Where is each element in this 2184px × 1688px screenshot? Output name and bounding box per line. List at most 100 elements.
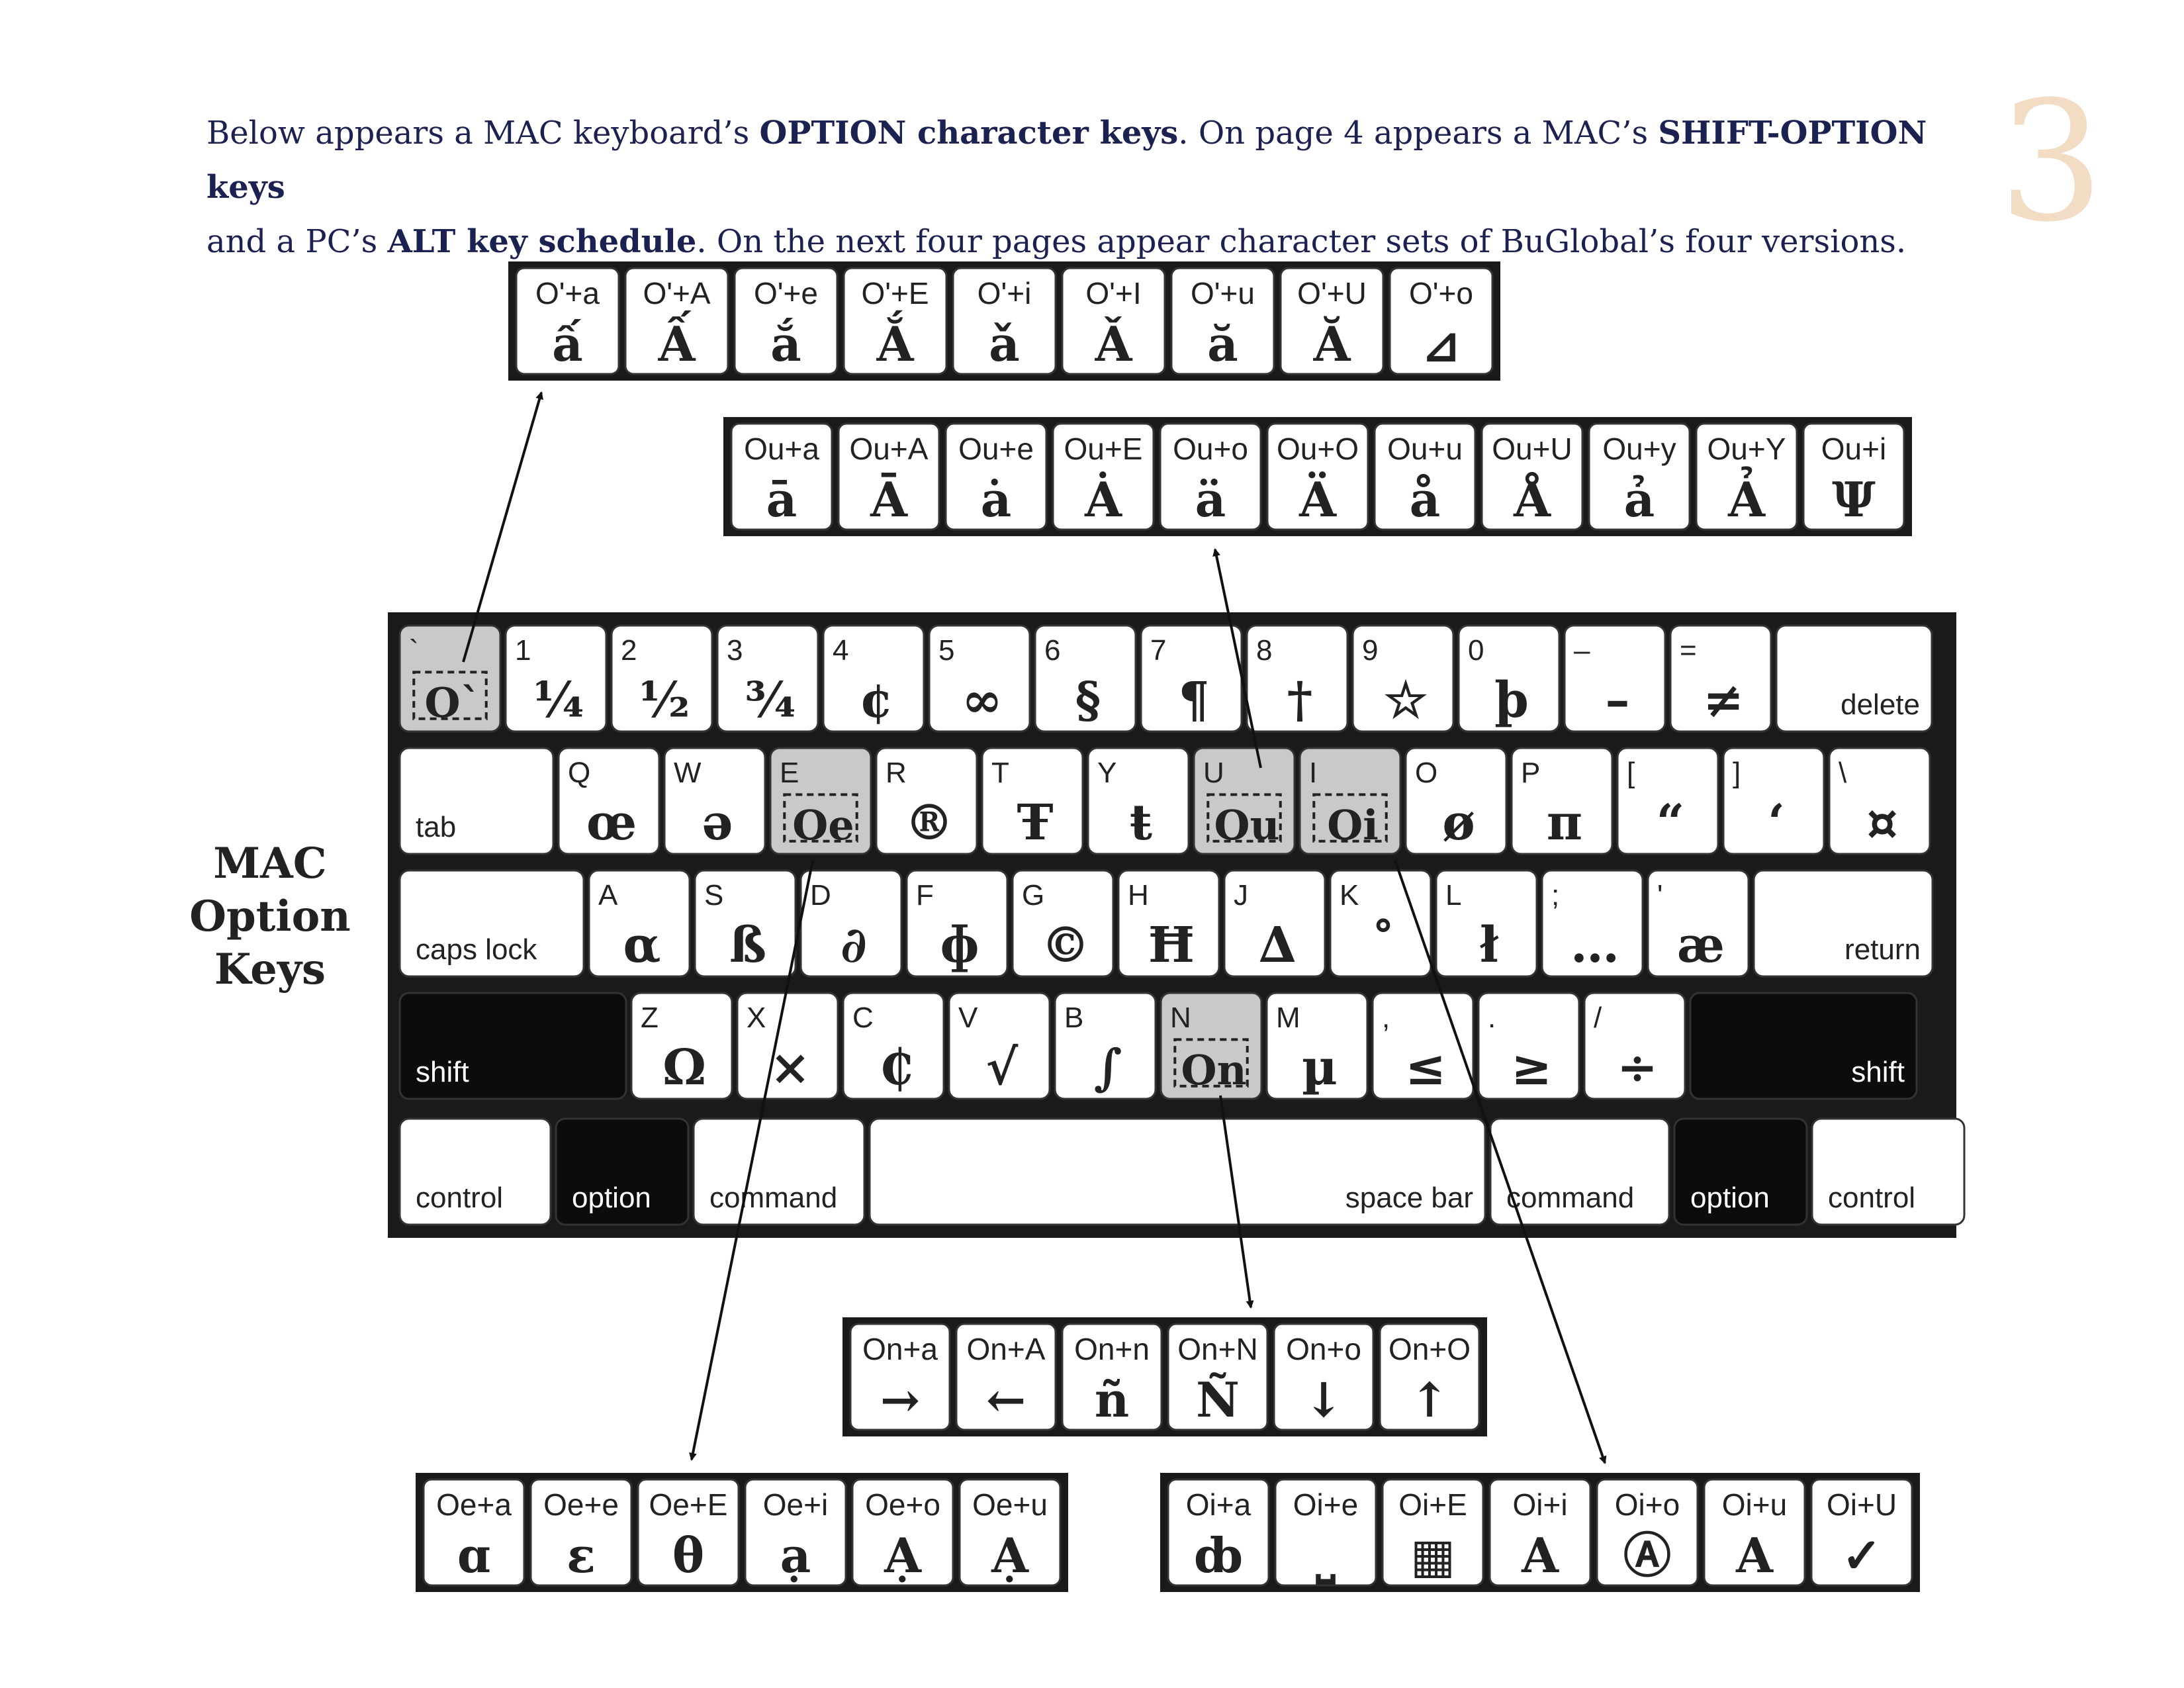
dead-key-box bbox=[1206, 793, 1282, 843]
key-label: 2 bbox=[621, 634, 637, 667]
key-n: N On bbox=[1160, 992, 1263, 1100]
key-glyph: ₵ bbox=[879, 1039, 913, 1096]
combo-glyph: ā bbox=[766, 471, 797, 528]
e-combo-oe-e: Oe+Eθ bbox=[637, 1478, 740, 1587]
key-label: T bbox=[991, 757, 1009, 789]
combo-glyph: Å bbox=[1513, 471, 1551, 528]
combo-label: Oi+E bbox=[1398, 1487, 1467, 1522]
key-label: N bbox=[1170, 1002, 1191, 1034]
key-v: V√ bbox=[948, 992, 1051, 1100]
key-glyph: On bbox=[1181, 1046, 1246, 1094]
key-cap bbox=[398, 747, 555, 855]
combo-label: O'+U bbox=[1297, 276, 1367, 310]
combo-label: Oi+e bbox=[1293, 1487, 1358, 1522]
key-glyph: ¼ bbox=[533, 672, 584, 729]
combo-glyph: Ā bbox=[870, 471, 908, 528]
dead-key-box bbox=[783, 793, 858, 843]
grave-combo-o-a: O'+AẤ bbox=[624, 267, 729, 375]
key-delete: delete bbox=[1775, 624, 1933, 733]
key-cap bbox=[1695, 422, 1798, 531]
key-label: ] bbox=[1733, 757, 1741, 789]
arrow-n-to-strip bbox=[1219, 1095, 1254, 1309]
key-glyph: ® bbox=[905, 794, 954, 851]
grave-combo-o-e: O'+EẮ bbox=[842, 267, 948, 375]
key-glyph: ∞ bbox=[962, 672, 1003, 729]
key-cap bbox=[1673, 1117, 1808, 1226]
combo-label: On+A bbox=[967, 1332, 1046, 1366]
key-label: control bbox=[416, 1182, 503, 1214]
combo-label: On+N bbox=[1177, 1332, 1257, 1366]
u-combo-ou-a: Ou+aā bbox=[730, 422, 833, 531]
combo-label: O'+i bbox=[978, 276, 1032, 310]
combo-glyph: Ả bbox=[1727, 465, 1766, 528]
key-glyph: ˚ bbox=[1371, 917, 1396, 974]
key-symbol: `O` bbox=[398, 624, 502, 733]
key-cap bbox=[837, 422, 940, 531]
key-glyph: ¢ bbox=[859, 672, 893, 729]
key-cap bbox=[1167, 1323, 1269, 1431]
key-8: 8† bbox=[1246, 624, 1349, 733]
key-i: IOi bbox=[1298, 747, 1402, 855]
key-b: B∫ bbox=[1054, 992, 1157, 1100]
intro-part: and a PC’s bbox=[206, 223, 388, 260]
key-cap bbox=[1061, 1323, 1163, 1431]
key-return: return bbox=[1752, 869, 1934, 978]
i-combo-oi-e: Oi+e⎵ bbox=[1274, 1478, 1377, 1587]
key-glyph: ≤ bbox=[1405, 1039, 1446, 1096]
key-cap bbox=[1488, 1478, 1592, 1587]
e-combo-oe-o: Oe+oẠ bbox=[851, 1478, 954, 1587]
u-combo-ou-y: Ou+yả bbox=[1588, 422, 1691, 531]
combo-label: On+a bbox=[862, 1332, 938, 1366]
key-space-bar: space bar bbox=[868, 1117, 1486, 1226]
combo-label: O'+u bbox=[1191, 276, 1255, 310]
e-combo-oe-e: Oe+eɛ bbox=[529, 1478, 633, 1587]
key-cap bbox=[1588, 422, 1691, 531]
key-glyph: ½ bbox=[639, 672, 690, 729]
key-command: command bbox=[1489, 1117, 1670, 1226]
key-cap bbox=[1279, 267, 1385, 375]
combo-label: O'+o bbox=[1409, 276, 1473, 310]
combo-glyph: ă bbox=[1207, 316, 1238, 372]
key-cap bbox=[398, 624, 502, 733]
key-glyph: © bbox=[1041, 917, 1090, 974]
key-glyph: ¤ bbox=[1866, 794, 1897, 851]
i-combo-oi-a: Oi+aȸ bbox=[1167, 1478, 1270, 1587]
key-cap bbox=[1054, 992, 1157, 1100]
key-s: Sß bbox=[694, 869, 797, 978]
key-label: 9 bbox=[1362, 634, 1378, 667]
grave-combo-o-o: O'+o⊿ bbox=[1388, 267, 1494, 375]
key-label: / bbox=[1594, 1002, 1602, 1034]
key-label: option bbox=[1690, 1182, 1770, 1214]
key-cap bbox=[557, 747, 660, 855]
u-combo-ou-u: Ou+UÅ bbox=[1480, 422, 1584, 531]
key-shift: shift bbox=[1689, 992, 1918, 1100]
key-label: V bbox=[958, 1002, 978, 1034]
key-glyph: † bbox=[1287, 672, 1313, 729]
key-a: Aα bbox=[588, 869, 691, 978]
i-combo-oi-u: Oi+uA bbox=[1703, 1478, 1806, 1587]
combo-label: Ou+O bbox=[1277, 432, 1359, 466]
key-cap bbox=[1404, 747, 1508, 855]
key-glyph: ə bbox=[702, 794, 733, 851]
combo-label: Ou+e bbox=[958, 432, 1034, 466]
key-w: Wə bbox=[663, 747, 766, 855]
key-label: D bbox=[810, 879, 831, 912]
key-label: [ bbox=[1627, 757, 1635, 789]
key-cap bbox=[610, 624, 713, 733]
key-cap bbox=[515, 267, 620, 375]
intro-part: . On the next four pages appear characte… bbox=[696, 223, 1907, 260]
key-h: HĦ bbox=[1117, 869, 1220, 978]
key-cap bbox=[1388, 267, 1494, 375]
key-cap bbox=[1775, 624, 1933, 733]
key-cap bbox=[1265, 992, 1369, 1100]
key-cap bbox=[842, 267, 948, 375]
grave-combo-o-i: O'+IǍ bbox=[1061, 267, 1166, 375]
n-combo-on-a: On+A← bbox=[955, 1323, 1057, 1431]
intro-part: . On page 4 appears a MAC’s bbox=[1178, 115, 1659, 152]
key-cap bbox=[1273, 1323, 1375, 1431]
key-7: 7¶ bbox=[1140, 624, 1243, 733]
key-cap bbox=[1828, 747, 1931, 855]
key-label: 5 bbox=[938, 634, 954, 667]
key-t: TŦ bbox=[981, 747, 1084, 855]
